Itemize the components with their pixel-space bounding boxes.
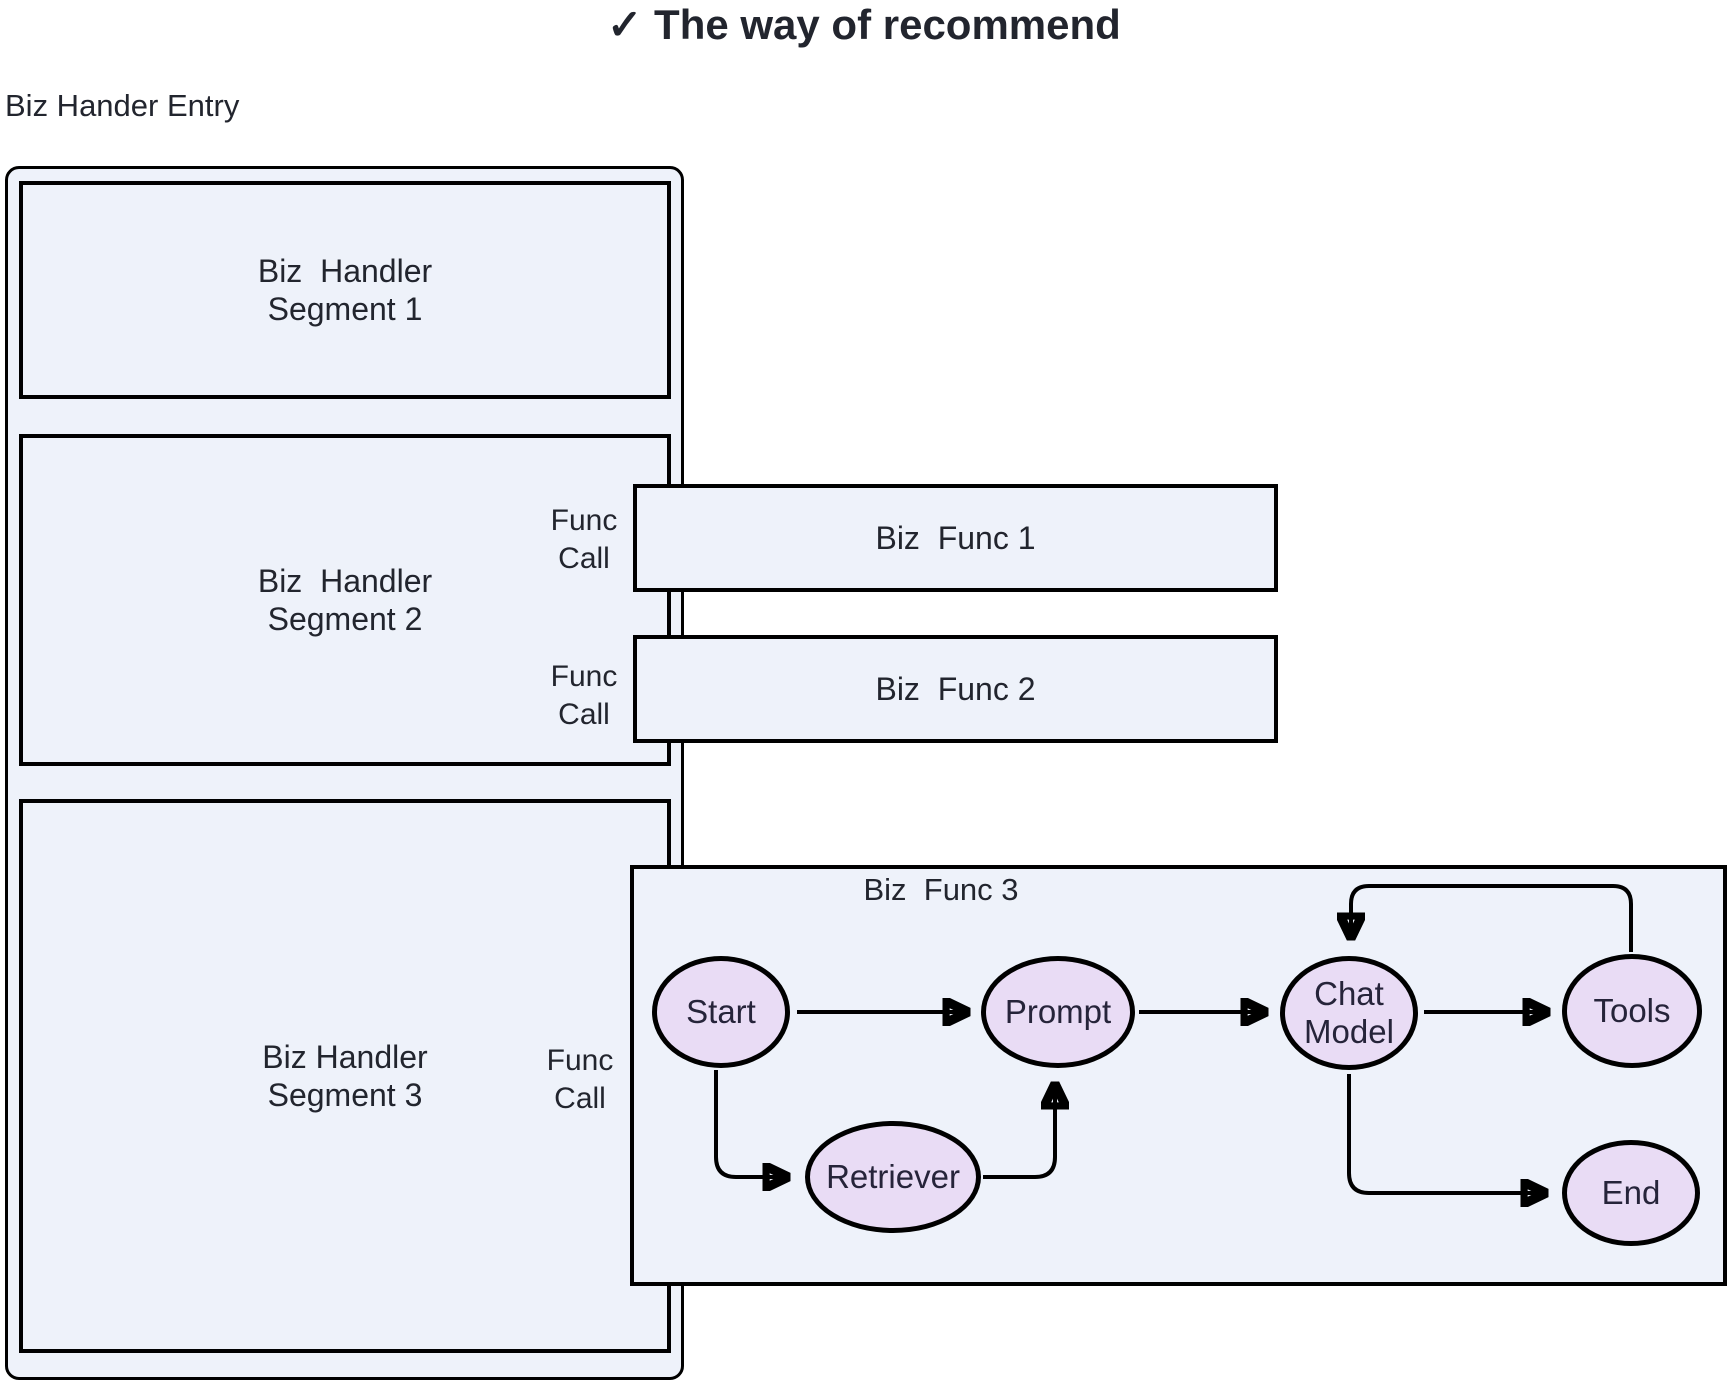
node-chat-model: Chat Model [1280, 956, 1418, 1070]
entry-label: Biz Hander Entry [5, 88, 240, 123]
biz-func-3-label: Biz Func 3 [863, 872, 1019, 907]
node-end: End [1562, 1140, 1700, 1246]
segment-3-label: Biz Handler Segment 3 [262, 1039, 428, 1113]
segment-1-label: Biz Handler Segment 1 [257, 253, 433, 327]
node-retriever: Retriever [805, 1121, 981, 1233]
func-call-label-3: Func Call [546, 1044, 614, 1115]
page-title: ✓ The way of recommend [607, 1, 1121, 48]
segment-2-label: Biz Handler Segment 2 [257, 563, 433, 637]
biz-func-2-box: Biz Func 2 [633, 635, 1278, 743]
biz-func-3-panel [630, 865, 1727, 1286]
node-start: Start [652, 956, 790, 1068]
segment-1-box: Biz Handler Segment 1 [19, 181, 671, 399]
segment-2-box: Biz Handler Segment 2 [19, 434, 671, 766]
node-prompt: Prompt [981, 956, 1135, 1068]
func-call-label-1: Func Call [550, 504, 618, 575]
biz-func-2-label: Biz Func 2 [875, 670, 1036, 707]
biz-func-1-box: Biz Func 1 [633, 484, 1278, 592]
biz-func-1-label: Biz Func 1 [875, 519, 1036, 556]
func-call-label-2: Func Call [550, 660, 618, 731]
node-tools: Tools [1562, 954, 1702, 1068]
